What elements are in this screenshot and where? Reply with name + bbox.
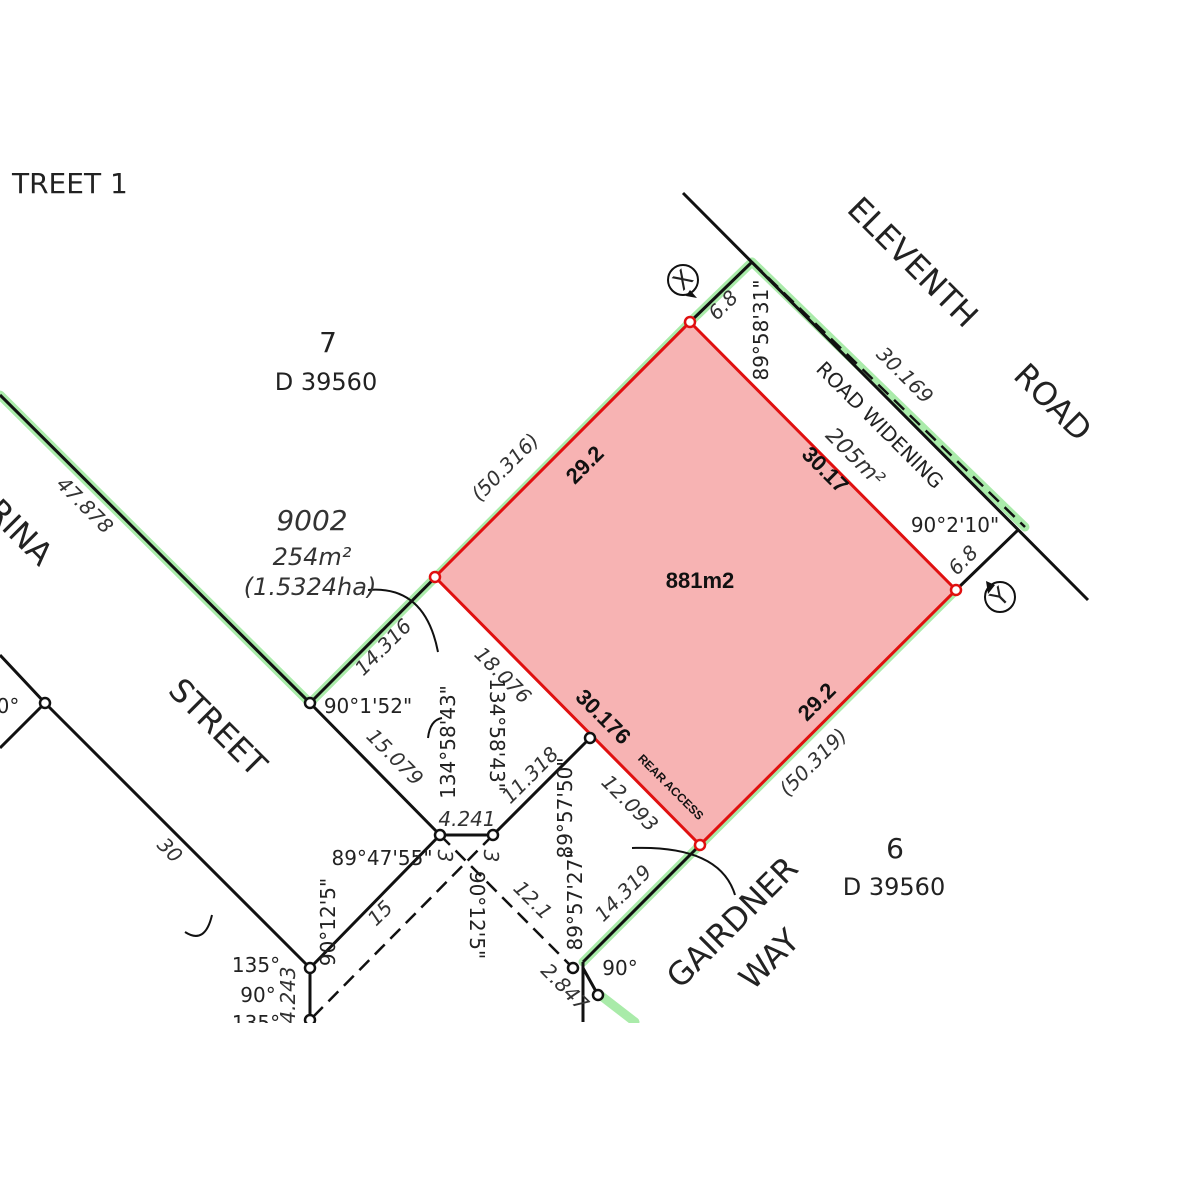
dashed-lines xyxy=(309,261,1026,1021)
dim-12-1: 12.1 xyxy=(509,876,557,924)
dim-6-8-right: 6.8 xyxy=(943,540,982,579)
street-eleventh: ELEVENTH xyxy=(840,189,986,335)
dim-30: 30 xyxy=(152,833,187,868)
marker-y-icon: Y xyxy=(984,581,1016,613)
lot-7-plan: D 39560 xyxy=(275,368,377,396)
subject-lot-area: 881m2 xyxy=(666,568,735,593)
angle-90-12-5-b: 90°12'5" xyxy=(465,871,489,959)
angle-134-b: 134°58'43" xyxy=(485,678,509,792)
street-road: ROAD xyxy=(1006,356,1099,449)
dim-4-243: 4.243 xyxy=(276,966,300,1023)
lot-9002-area: 254m² xyxy=(273,543,352,571)
dim-4-241: 4.241 xyxy=(438,807,495,831)
angle-135-a: 135° xyxy=(232,953,280,977)
marker-x-icon: X xyxy=(667,264,699,298)
angle-89-57-50: 89°57'50" xyxy=(553,757,577,858)
lot-6-plan: D 39560 xyxy=(843,873,945,901)
survey-points xyxy=(38,315,963,1027)
dim-15: 15 xyxy=(363,896,398,931)
angle-89-58-31: 89°58'31" xyxy=(749,279,773,380)
dim-6-8-top: 6.8 xyxy=(703,285,742,324)
dim-3-b: 3 xyxy=(479,850,503,863)
bottom-whitespace xyxy=(0,1023,1200,1200)
lot-7-number: 7 xyxy=(319,326,337,359)
lot-6-number: 6 xyxy=(886,832,904,865)
angle-left-fragment: 0° xyxy=(0,694,19,718)
angle-90-b: 90° xyxy=(240,983,275,1007)
angle-89-57-27: 89°57'27" xyxy=(563,849,587,950)
angle-90-12-5-a: 90°12'5" xyxy=(316,878,340,966)
street-sabrina-fragment: RINA xyxy=(0,491,61,573)
leader-arcs xyxy=(184,588,736,937)
angle-90-1-52: 90°1'52" xyxy=(324,694,412,718)
dim-30-169: 30.169 xyxy=(872,342,938,408)
angle-134-a: 134°58'43" xyxy=(436,685,460,799)
angle-90: 90° xyxy=(602,956,637,980)
dim-15-079: 15.079 xyxy=(362,724,428,790)
lot-9002-hectares: (1.5324ha) xyxy=(244,573,377,601)
lot-9002-number: 9002 xyxy=(276,504,347,537)
dim-3-a: 3 xyxy=(433,850,457,863)
street-street: STREET xyxy=(161,671,275,785)
street-gairdner: GAIRDNER xyxy=(659,849,806,996)
top-street-fragment: TREET 1 xyxy=(11,167,128,200)
dim-2-847: 2.847 xyxy=(536,958,594,1016)
angle-90-2-10: 90°2'10" xyxy=(911,513,999,537)
angle-89-47-55: 89°47'55" xyxy=(331,846,432,870)
